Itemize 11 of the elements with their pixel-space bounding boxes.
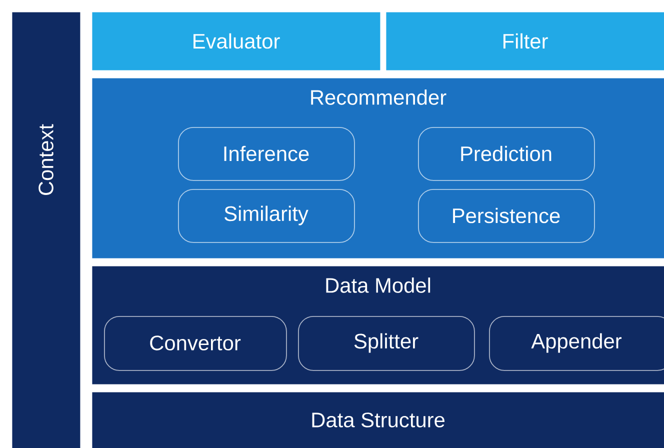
side-band: Context: [12, 12, 80, 448]
module-box: Appender: [489, 316, 664, 371]
layer-box: Filter: [386, 12, 664, 70]
layer-box: Data Structure: [92, 392, 664, 448]
module-box: Persistence: [418, 189, 595, 243]
module-box: Splitter: [298, 316, 475, 371]
layer-box: Evaluator: [92, 12, 380, 70]
module-box: Prediction: [418, 127, 595, 181]
module-box: Similarity: [178, 189, 355, 243]
module-box: Inference: [178, 127, 355, 181]
module-box: Convertor: [104, 316, 287, 371]
